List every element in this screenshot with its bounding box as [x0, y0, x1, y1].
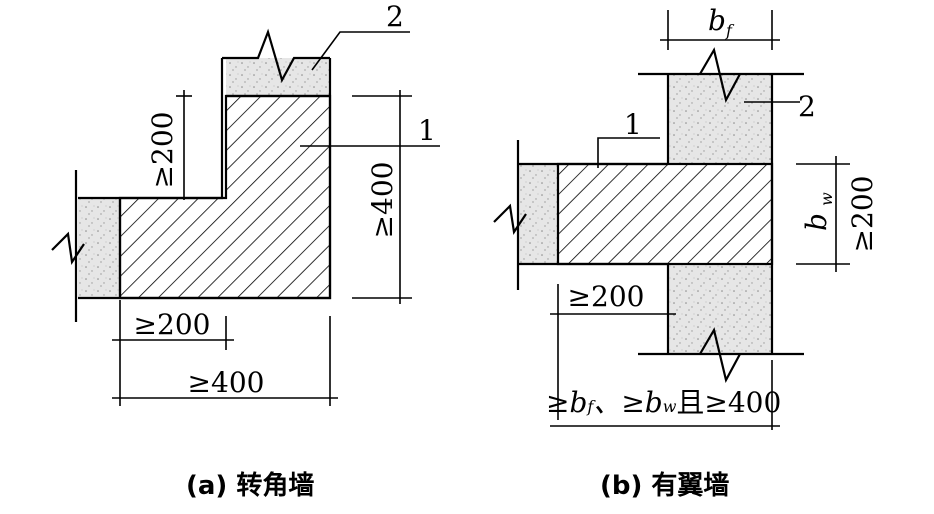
caption-a: (a) 转角墙: [186, 470, 314, 501]
dim-bottom-b: ≥bf、≥bw且≥400: [546, 386, 781, 419]
label-2-b: 2: [798, 90, 816, 123]
label-1-b: 1: [624, 108, 642, 141]
dim-right-min-b: ≥200: [846, 176, 879, 253]
caption-b: (b) 有翼墙: [600, 471, 729, 501]
hatched-web-b: [556, 162, 774, 266]
concrete-stub-left-b: [518, 164, 558, 264]
diagram-a: 2 1 ≥200 ≥400 ≥200 ≥400 (a) 转角墙: [51, 0, 440, 501]
dim-right-bw-sub-b: w: [817, 192, 836, 206]
dim-vertical-left-a: ≥200: [146, 112, 179, 189]
dim-mid-b: ≥200: [568, 280, 645, 313]
dim-top-bf-b: b: [708, 4, 726, 37]
label-2-a: 2: [386, 0, 404, 33]
dim-bottom-long-a: ≥400: [188, 366, 265, 399]
diagram-b: b f 2 1 b w ≥200 ≥200 ≥bf、≥bw且≥400 (b) 有…: [493, 4, 879, 501]
dim-bottom-short-a: ≥200: [134, 308, 211, 341]
dim-right-bw-b: b: [800, 213, 833, 231]
concrete-block-left-a: [78, 198, 120, 298]
dim-top-bf-sub-b: f: [725, 21, 735, 40]
concrete-flange-upper-b: [668, 74, 772, 164]
dim-vertical-right-a: ≥400: [366, 162, 399, 239]
label-1-a: 1: [418, 114, 436, 147]
concrete-flange-lower-b: [668, 264, 772, 354]
